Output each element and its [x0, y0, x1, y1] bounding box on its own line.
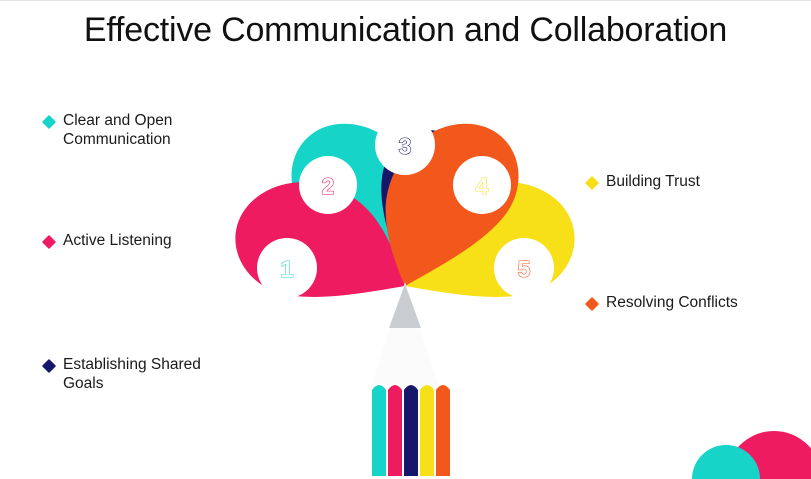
petal-pencil-graphic: 1 2 3 4 5 [232, 96, 582, 476]
diamond-bullet-icon [584, 296, 600, 312]
callout-label: Resolving Conflicts [606, 294, 738, 311]
petal-number-circle-1[interactable]: 1 [257, 238, 317, 298]
callout-active-listening: Active Listening [41, 231, 254, 250]
diamond-bullet-icon [41, 358, 57, 374]
corner-decoration [686, 411, 811, 479]
svg-text:5: 5 [518, 256, 531, 282]
decor-circle-front [692, 445, 760, 479]
callout-clear-and-open-communication: Clear and Open Communication [41, 111, 254, 149]
svg-text:4: 4 [476, 173, 489, 199]
petal-number-circle-4[interactable]: 4 [453, 156, 511, 214]
callout-label: Active Listening [63, 232, 172, 249]
page-title: Effective Communication and Collaboratio… [83, 11, 728, 49]
callout-building-trust: Building Trust [584, 172, 802, 191]
callout-label: Building Trust [606, 173, 700, 190]
callout-establishing-shared-goals: Establishing Shared Goals [41, 355, 274, 393]
petal-number-circle-5[interactable]: 5 [494, 238, 554, 298]
callout-resolving-conflicts: Resolving Conflicts [584, 293, 811, 312]
pencil-stripes [372, 385, 450, 476]
diamond-bullet-icon [41, 234, 57, 250]
petal-number-circle-3[interactable]: 3 [375, 115, 435, 175]
diamond-bullet-icon [584, 175, 600, 191]
svg-text:3: 3 [399, 133, 412, 159]
svg-text:2: 2 [322, 173, 335, 199]
petal-number-circle-2[interactable]: 2 [299, 156, 357, 214]
diamond-bullet-icon [41, 114, 57, 130]
callout-label: Clear and Open Communication [63, 112, 173, 148]
callout-label: Establishing Shared Goals [63, 356, 201, 392]
svg-text:1: 1 [281, 256, 294, 282]
pencil [372, 282, 450, 476]
